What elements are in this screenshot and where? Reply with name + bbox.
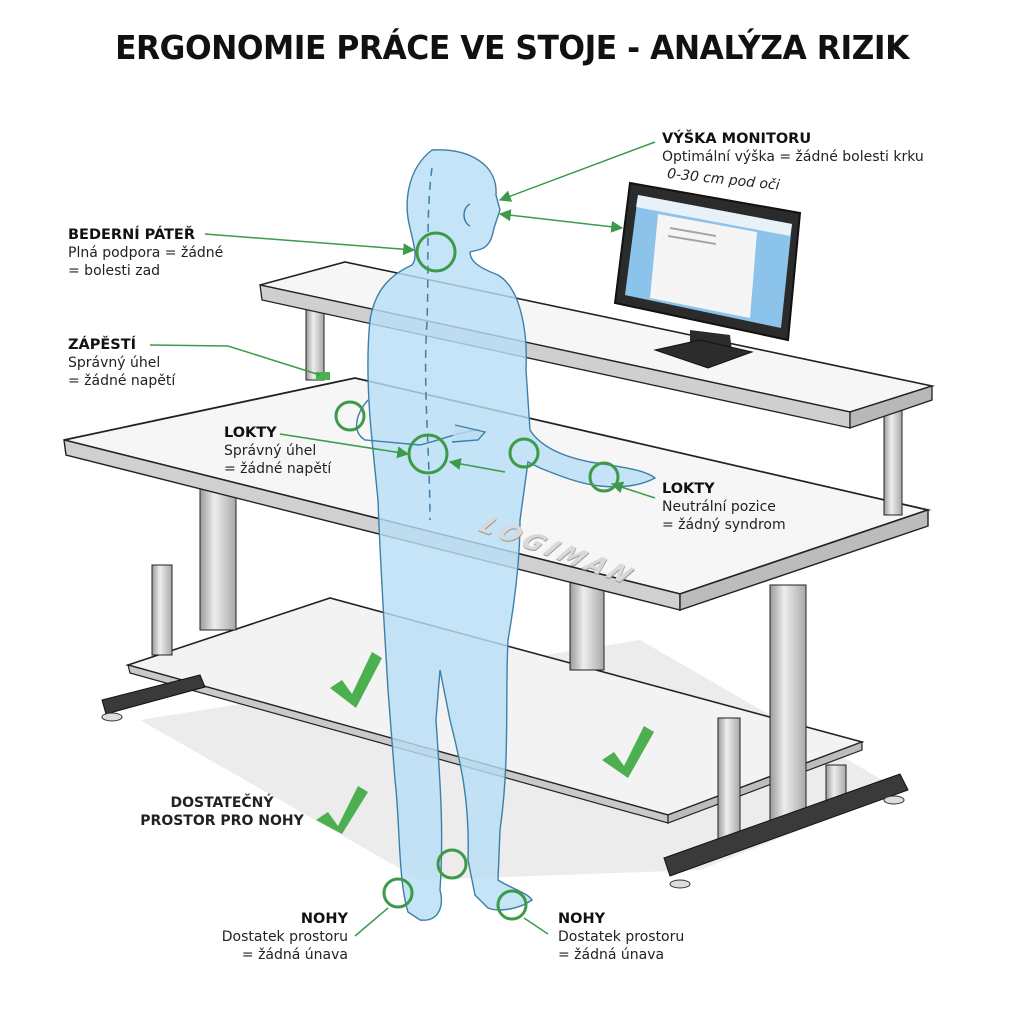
annotation-text: = žádná únava — [241, 947, 348, 963]
ear — [463, 203, 471, 227]
page-title: ERGONOMIE PRÁCE VE STOJE - ANALÝZA RIZIK — [115, 28, 909, 67]
desk-legs — [199, 479, 847, 849]
annotation-text: Správný úhel — [224, 443, 317, 459]
checkmark-icon — [316, 786, 368, 834]
joint-circle-icon — [382, 877, 414, 909]
spine-line — [424, 167, 433, 521]
annotation-text: = žádné napětí — [68, 373, 176, 389]
annotation-heading: LOKTY — [662, 481, 715, 497]
annotation-heading: NOHY — [300, 911, 348, 927]
annotation-text: Dostatek prostoru — [221, 929, 348, 945]
left-foot-base — [101, 564, 206, 722]
annotation-text: PROSTOR PRO NOHY — [140, 813, 304, 829]
right-foot-base — [663, 773, 909, 889]
annotation-heading: BEDERNÍ PÁTEŘ — [68, 227, 195, 243]
joint-circle-icon — [436, 848, 468, 880]
human-figure — [356, 149, 657, 921]
joint-circle-icon — [334, 400, 366, 432]
annotation-text: = žádný syndrom — [662, 517, 786, 533]
checkmark-icons — [316, 652, 654, 834]
annotation-text: = žádná únava — [558, 947, 665, 963]
annotation-text: Neutrální pozice — [662, 499, 776, 515]
checkmark-icon — [330, 652, 382, 708]
annotation-feet-right: NOHY Dostatek prostoru = žádná únava — [558, 910, 684, 964]
joint-circle-icon — [415, 231, 457, 273]
annotation-text: Plná podpora = žádné — [68, 245, 224, 261]
annotation-heading: NOHY — [558, 911, 606, 927]
annotation-leg-space: DOSTATEČNÝ PROSTOR PRO NOHY — [122, 794, 322, 830]
checkmark-icon — [602, 726, 654, 778]
annotation-monitor-height: VÝŠKA MONITORU Optimální výška = žádné b… — [662, 130, 924, 166]
annotation-wrist: ZÁPĚSTÍ Správný úhel = žádné napětí — [68, 336, 175, 390]
annotation-heading: ZÁPĚSTÍ — [68, 337, 136, 353]
annotation-text: Dostatek prostoru — [558, 929, 685, 945]
pointer-arrow-icons — [149, 141, 656, 937]
annotation-lumbar-spine: BEDERNÍ PÁTEŘ Plná podpora = žádné = bol… — [68, 226, 223, 280]
monitor — [613, 181, 802, 369]
annotation-text: DOSTATEČNÝ — [170, 795, 274, 811]
annotation-heading: LOKTY — [224, 425, 277, 441]
annotation-text: Optimální výška = žádné bolesti krku — [662, 149, 924, 165]
annotation-elbows-right: LOKTY Neutrální pozice = žádný syndrom — [662, 480, 786, 534]
joint-circle-icon — [588, 461, 620, 493]
annotation-heading: VÝŠKA MONITORU — [662, 131, 812, 147]
shelf-posts — [305, 309, 903, 516]
annotation-text: = žádné napětí — [224, 461, 332, 477]
joint-circle-icon — [496, 889, 528, 921]
joint-circle-icon — [508, 437, 540, 469]
joint-circle-icons — [334, 231, 620, 921]
annotation-elbows-left: LOKTY Správný úhel = žádné napětí — [224, 424, 331, 478]
annotation-feet-left: NOHY Dostatek prostoru = žádná únava — [196, 910, 348, 964]
annotation-text: = bolesti zad — [68, 263, 161, 279]
annotation-text: Správný úhel — [68, 355, 161, 371]
